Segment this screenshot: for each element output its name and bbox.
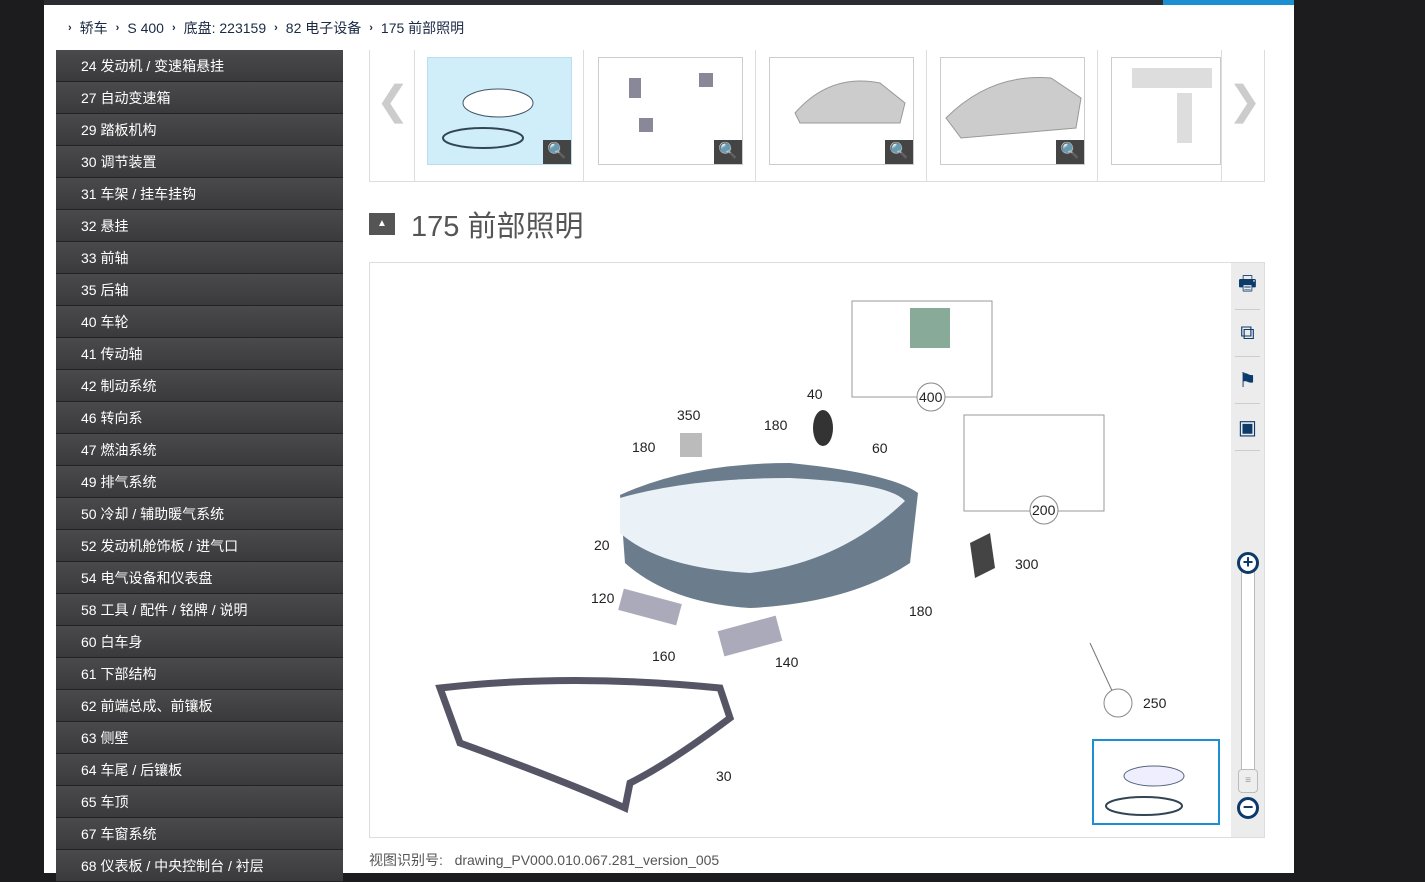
exploded-view-drawing — [435, 300, 1133, 814]
sidebar-item[interactable]: 58 工具 / 配件 / 铭牌 / 说明 — [56, 594, 343, 626]
chevron-right-icon: › — [369, 22, 373, 34]
sidebar-item[interactable]: 65 车顶 — [56, 786, 343, 818]
callout-label: 300 — [1015, 556, 1039, 572]
callout-label: 140 — [775, 654, 799, 670]
callout-label: 160 — [652, 648, 676, 664]
chevron-left-icon[interactable]: ❮ — [376, 79, 410, 123]
callout-label: 180 — [909, 603, 933, 619]
sidebar-item[interactable]: 49 排气系统 — [56, 466, 343, 498]
breadcrumb-item[interactable]: S 400 — [127, 20, 164, 36]
sidebar-item[interactable]: 60 白车身 — [56, 626, 343, 658]
zoom-slider-handle[interactable]: ≡ — [1238, 769, 1258, 793]
minimap-close-icon[interactable]: ▣ — [1235, 404, 1260, 451]
section-header: ▲ 175 前部照明 — [369, 203, 583, 245]
sidebar-item[interactable]: 33 前轴 — [56, 242, 343, 274]
callout-label: 60 — [872, 440, 888, 456]
chevron-right-icon: › — [115, 22, 120, 34]
magnifier-icon[interactable]: 🔍 — [1056, 140, 1084, 164]
sidebar-item[interactable]: 30 调节装置 — [56, 146, 343, 178]
callout-label: 200 — [1032, 502, 1056, 518]
chevron-right-icon[interactable]: ❯ — [1228, 79, 1262, 123]
flag-clear-icon[interactable]: ⚑ — [1235, 357, 1260, 404]
zoom-in-icon[interactable]: + — [1237, 552, 1259, 574]
breadcrumb-item[interactable]: 82 电子设备 — [285, 20, 362, 36]
sidebar-item[interactable]: 41 传动轴 — [56, 338, 343, 370]
callout-label: 180 — [632, 439, 656, 455]
sidebar-item[interactable]: 46 转向系 — [56, 402, 343, 434]
parts-diagram[interactable]: 400 40 350 180 180 60 200 20 300 120 180… — [369, 262, 1265, 838]
diagram-toolbar: 🖶 ⧉ ⚑ ▣ + ≡ − — [1231, 263, 1264, 837]
chevron-right-icon: › — [171, 22, 176, 34]
zoom-slider[interactable] — [1241, 568, 1255, 788]
thumbnail[interactable] — [1111, 57, 1221, 165]
sidebar-item[interactable]: 32 悬挂 — [56, 210, 343, 242]
page: › 轿车 › S 400 › 底盘: 223159 › 82 电子设备 › 175 前部照… — [44, 5, 1294, 882]
sidebar-item[interactable]: 27 自动变速箱 — [56, 82, 343, 114]
breadcrumb-item[interactable]: 轿车 — [79, 20, 108, 36]
callout-label: 120 — [591, 590, 615, 606]
callout-label: 400 — [919, 389, 943, 405]
thumbnail[interactable]: 🔍 — [598, 57, 743, 165]
sidebar-item[interactable]: 68 仪表板 / 中央控制台 / 衬层 — [56, 850, 343, 882]
drawing-id-label: 视图识别号: — [369, 852, 443, 868]
print-icon[interactable]: 🖶 — [1235, 263, 1260, 310]
zoom-out-icon[interactable]: − — [1237, 797, 1259, 819]
sidebar-item[interactable]: 35 后轴 — [56, 274, 343, 306]
sidebar-item[interactable]: 64 车尾 / 后镶板 — [56, 754, 343, 786]
breadcrumb: › 轿车 › S 400 › 底盘: 223159 › 82 电子设备 › 175 前部照… — [66, 18, 464, 38]
magnifier-icon[interactable]: 🔍 — [543, 140, 571, 164]
collapse-toggle[interactable]: ▲ — [369, 213, 395, 235]
callout-label: 40 — [807, 386, 823, 402]
drawing-id: 视图识别号: drawing_PV000.010.067.281_version… — [369, 850, 719, 870]
top-accent — [1163, 0, 1294, 5]
sidebar-item[interactable]: 42 制动系统 — [56, 370, 343, 402]
breadcrumb-item[interactable]: 底盘: 223159 — [183, 20, 267, 36]
callout-label: 30 — [716, 768, 732, 784]
top-bar — [44, 0, 1294, 5]
sidebar-item[interactable]: 67 车窗系统 — [56, 818, 343, 850]
minimap[interactable] — [1092, 739, 1220, 825]
callout-label: 250 — [1143, 695, 1167, 711]
thumbnail[interactable]: 🔍 — [940, 57, 1085, 165]
thumbnail[interactable]: 🔍 — [427, 57, 572, 165]
sidebar-item[interactable]: 29 踏板机构 — [56, 114, 343, 146]
sidebar-item[interactable]: 24 发动机 / 变速箱悬挂 — [56, 50, 343, 82]
sidebar-item[interactable]: 61 下部结构 — [56, 658, 343, 690]
sidebar-item[interactable]: 47 燃油系统 — [56, 434, 343, 466]
thumbnail[interactable]: 🔍 — [769, 57, 914, 165]
callout-label: 180 — [764, 417, 788, 433]
sidebar-item[interactable]: 62 前端总成、前镶板 — [56, 690, 343, 722]
drawing-id-value: drawing_PV000.010.067.281_version_005 — [454, 852, 720, 868]
callout-label: 350 — [677, 407, 701, 423]
chevron-right-icon: › — [274, 22, 278, 34]
sidebar-item[interactable]: 40 车轮 — [56, 306, 343, 338]
chevron-right-icon: › — [68, 22, 72, 34]
open-external-icon[interactable]: ⧉ — [1235, 310, 1260, 357]
sidebar-item[interactable]: 31 车架 / 挂车挂钩 — [56, 178, 343, 210]
magnifier-icon[interactable]: 🔍 — [885, 140, 913, 164]
sidebar-item[interactable]: 63 侧壁 — [56, 722, 343, 754]
thumbnail-strip: ❮ 🔍 🔍 🔍 🔍 ❯ — [369, 50, 1265, 182]
breadcrumb-item[interactable]: 175 前部照明 — [380, 20, 465, 36]
page-title: 175 前部照明 — [411, 211, 584, 243]
callout-label: 20 — [594, 537, 610, 553]
sidebar-item[interactable]: 52 发动机舱饰板 / 进气口 — [56, 530, 343, 562]
sidebar-item[interactable]: 50 冷却 / 辅助暖气系统 — [56, 498, 343, 530]
magnifier-icon[interactable]: 🔍 — [714, 140, 742, 164]
sidebar-item[interactable]: 54 电气设备和仪表盘 — [56, 562, 343, 594]
